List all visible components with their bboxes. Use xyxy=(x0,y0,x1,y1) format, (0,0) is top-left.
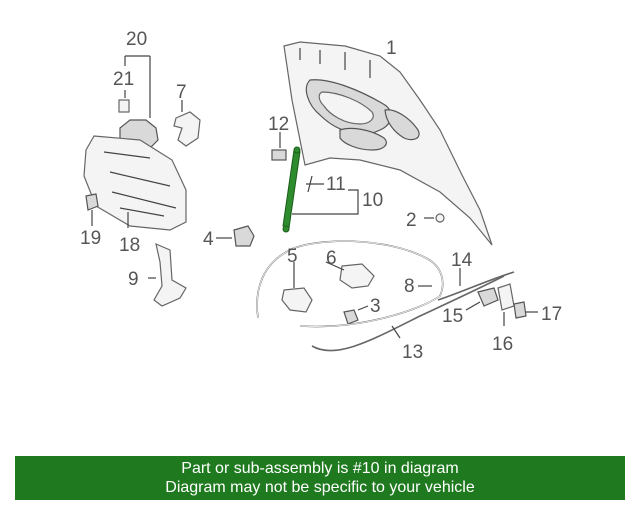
pivot-stud xyxy=(271,132,287,161)
callout-15: 15 xyxy=(442,306,463,327)
info-banner: Part or sub-assembly is #10 in diagram D… xyxy=(15,456,625,500)
hood-bolt xyxy=(424,213,445,223)
callout-6: 6 xyxy=(326,248,337,269)
callout-9: 9 xyxy=(128,269,139,290)
banner-line-2: Diagram may not be specific to your vehi… xyxy=(165,479,475,496)
callout-20: 20 xyxy=(126,29,147,50)
callout-10: 10 xyxy=(362,190,383,211)
release-bracket xyxy=(497,283,515,326)
callout-17: 17 xyxy=(541,304,562,325)
callout-16: 16 xyxy=(492,334,513,355)
callout-8: 8 xyxy=(404,276,415,297)
hood-hinge xyxy=(173,100,201,147)
release-clip xyxy=(343,305,369,325)
hood-latch xyxy=(216,225,255,247)
release-lever xyxy=(325,261,375,289)
callout-18: 18 xyxy=(119,235,140,256)
release-cable-upper xyxy=(437,268,515,301)
callout-19: 19 xyxy=(80,228,101,249)
lift-support-strut xyxy=(282,146,359,233)
hood-panel xyxy=(283,41,493,246)
latch-support-bracket xyxy=(148,242,187,307)
callout-14: 14 xyxy=(451,250,473,271)
banner-line-1: Part or sub-assembly is #10 in diagram xyxy=(181,460,459,477)
release-handle xyxy=(281,262,313,313)
insulator-clip xyxy=(85,193,99,226)
hood-insulator xyxy=(83,135,187,231)
parts-diagram: 1 2 3 4 5 6 7 8 9 10 11 12 13 14 15 16 1… xyxy=(80,29,562,363)
cable-connector xyxy=(465,287,499,311)
callout-12: 12 xyxy=(268,114,289,135)
release-cable xyxy=(256,240,444,328)
callout-13: 13 xyxy=(402,342,423,363)
callout-21: 21 xyxy=(113,69,134,90)
callout-4: 4 xyxy=(203,229,214,250)
release-cable-lower xyxy=(311,275,505,352)
callout-5: 5 xyxy=(287,246,298,267)
callout-1: 1 xyxy=(386,38,397,59)
callout-2: 2 xyxy=(406,210,417,231)
callout-11: 11 xyxy=(326,174,346,195)
callout-7: 7 xyxy=(176,82,187,103)
bracket-clip xyxy=(513,301,538,319)
callout-3: 3 xyxy=(370,296,381,317)
